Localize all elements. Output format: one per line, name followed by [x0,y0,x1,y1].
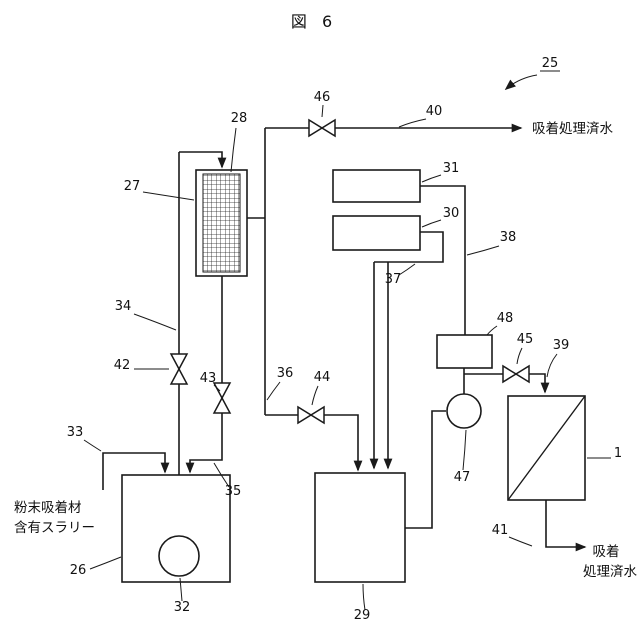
ref-label-31: 31 [443,161,460,176]
figure-title: 図 6 [291,12,337,31]
leader-47 [462,429,467,471]
ref-label-27: 27 [124,179,141,194]
leader-36 [266,381,281,401]
ref-label-30: 30 [443,206,460,221]
ref-label-28: 28 [231,111,248,126]
ref-label-48: 48 [497,311,514,326]
pump-47 [446,393,482,429]
ref-label-33: 33 [67,425,84,440]
pipe-38 [420,185,466,335]
leader-31 [421,174,442,183]
leader-34 [133,313,177,331]
valve-43 [212,382,232,414]
text-treated-water-bottom-line2: 処理済水 [583,564,637,580]
leader-45 [516,347,523,365]
leader-29 [362,583,366,611]
leader-35 [213,462,230,488]
ref-label-39: 39 [553,338,570,353]
unit-box-48 [436,334,493,369]
pipe-column-feed [179,151,227,169]
ref-label-43: 43 [200,371,217,386]
pipe-37-manifold [374,231,444,263]
ref-label-25: 25 [542,56,559,71]
ref-label-26: 26 [70,563,87,578]
leader-48 [486,325,498,336]
ref-label-37: 37 [385,272,402,287]
ref-label-32: 32 [174,600,191,615]
leader-30 [421,219,442,228]
ref-label-47: 47 [454,470,471,485]
pipe-35 [185,276,223,474]
leader-27 [142,191,195,201]
valve-45 [502,364,530,384]
ref-label-38: 38 [500,230,517,245]
leader-40 [398,118,427,128]
unit-box-30 [332,215,421,251]
leader-38 [466,245,500,256]
leader-39 [546,353,558,378]
membrane-module-1 [507,395,586,501]
leader-32 [179,577,183,602]
ref-label-46: 46 [314,90,331,105]
piping-network [102,123,587,552]
pipe-tank29-to-pump47 [405,410,446,529]
ref-label-41: 41 [492,523,509,538]
pipe-36 [265,414,363,472]
pump-32 [158,535,200,577]
valve-46 [308,118,336,138]
text-slurry-line1: 粉末吸着材 [14,499,82,516]
ref-label-44: 44 [314,370,331,385]
leader-28 [230,127,237,173]
ref-label-35: 35 [225,484,242,499]
leader-33 [83,439,102,452]
leader-44 [311,385,319,406]
text-treated-water-bottom-line1: 吸着 [593,543,620,560]
tank-29 [314,472,406,583]
valve-44 [297,405,325,425]
ref-label-45: 45 [517,332,534,347]
leader-37 [398,263,416,276]
leader-46 [321,104,324,118]
leader-41 [508,536,533,547]
ref-label-34: 34 [115,299,132,314]
ref-label-42: 42 [114,358,131,373]
pipe-33-slurry-feed [102,452,170,490]
text-slurry-line2: 含有スラリー [14,520,95,536]
unit-box-31 [332,169,421,203]
pipe-41-permeate-out [545,500,587,552]
valve-42 [169,353,189,385]
ref-25-arrow [504,74,538,91]
ref-label-36: 36 [277,366,294,381]
pipe-39-membrane-feed [464,373,550,394]
ref-label-29: 29 [354,608,371,623]
adsorbent-packing-28 [202,173,241,273]
text-treated-water-top: 吸着処理済水 [532,120,613,137]
leader-26 [89,556,122,570]
ref-label-1: 1 [614,446,622,461]
ref-label-40: 40 [426,104,443,119]
leader-43 [213,384,221,392]
membrane-diagonal [507,395,586,501]
